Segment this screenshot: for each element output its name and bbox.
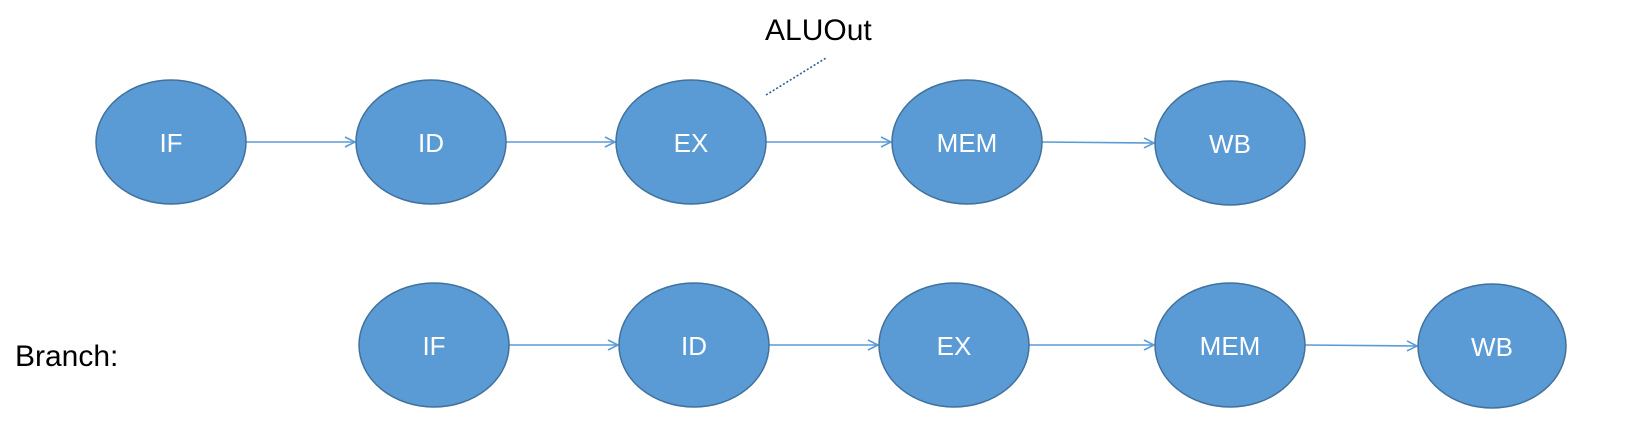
annotation-callout-line	[765, 57, 827, 96]
branch-stage-node-mem: MEM	[1154, 282, 1306, 408]
pipeline-row-1: IF ID EX MEM WB ALUOut	[95, 14, 1306, 206]
branch-stage-label-ex: EX	[937, 331, 972, 361]
stage-label-mem: MEM	[937, 128, 998, 158]
branch-stage-label-id: ID	[681, 331, 707, 361]
connector-mem-wb	[1041, 142, 1154, 143]
branch-stage-node-id: ID	[618, 282, 770, 408]
stage-label-if: IF	[159, 128, 182, 158]
branch-stage-node-ex: EX	[878, 282, 1030, 408]
branch-stage-label-wb: WB	[1471, 332, 1513, 362]
branch-stage-node-if: IF	[358, 282, 510, 408]
stage-node-ex: EX	[615, 79, 767, 205]
annotation-aluout: ALUOut	[765, 14, 872, 47]
stage-label-ex: EX	[674, 128, 709, 158]
stage-node-mem: MEM	[891, 79, 1043, 205]
branch-stage-label-mem: MEM	[1200, 331, 1261, 361]
pipeline-row-2: Branch: IF ID EX MEM WB	[15, 282, 1567, 409]
stage-node-id: ID	[355, 79, 507, 205]
connector-mem-wb-branch	[1304, 345, 1417, 346]
stage-label-id: ID	[418, 128, 444, 158]
stage-node-if: IF	[95, 79, 247, 205]
stage-label-wb: WB	[1209, 129, 1251, 159]
row-label-branch: Branch:	[15, 340, 118, 373]
stage-node-wb: WB	[1154, 80, 1306, 206]
branch-stage-label-if: IF	[422, 331, 445, 361]
branch-stage-node-wb: WB	[1417, 283, 1567, 409]
